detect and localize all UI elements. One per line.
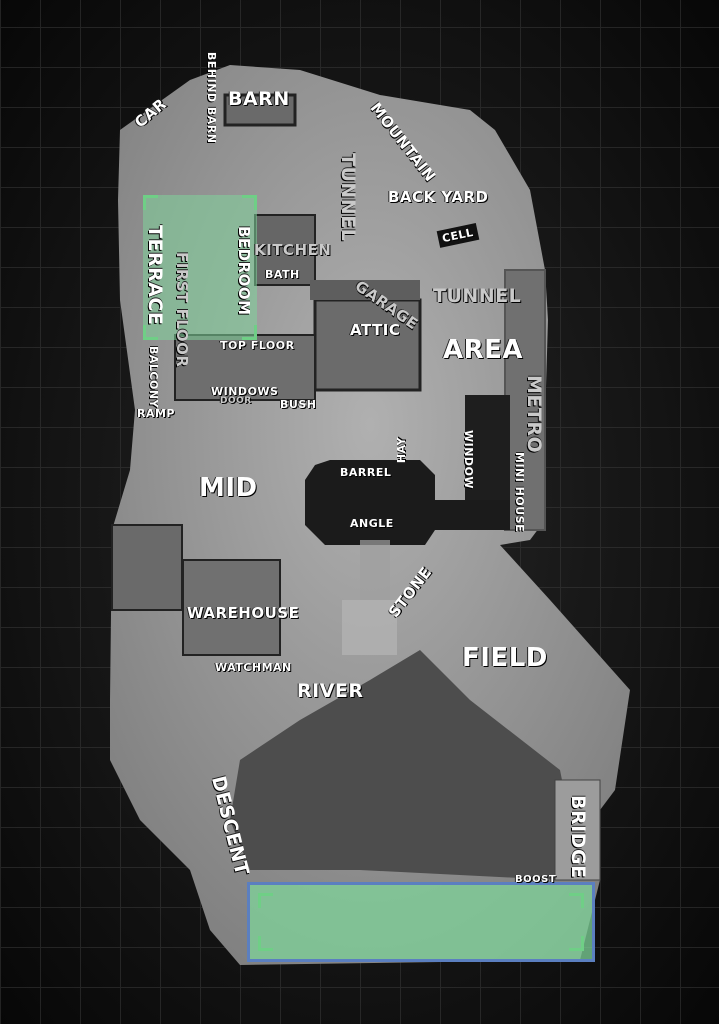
zone-corner <box>242 325 257 340</box>
callout-boost: BOOST <box>515 874 557 885</box>
callout-ramp: RAMP <box>137 407 175 420</box>
callout-kitchen: KITCHEN <box>254 241 332 259</box>
callout-window: WINDOW <box>462 430 475 490</box>
zone-corner <box>242 195 257 210</box>
callout-windows: WINDOWS <box>211 385 279 398</box>
barrel-building <box>305 460 510 545</box>
callout-barn: BARN <box>228 88 290 110</box>
zone-corner <box>258 893 273 908</box>
callout-bedroom: BEDROOM <box>235 226 253 316</box>
callout-mini-house: MINI HOUSE <box>513 452 526 533</box>
callout-watchman: WATCHMAN <box>215 661 292 674</box>
angle-passage <box>360 540 390 600</box>
top-floor-building <box>174 334 316 401</box>
callout-metro: METRO <box>523 375 545 454</box>
zone-corner <box>143 325 158 340</box>
spawn-zone <box>247 882 595 962</box>
callout-angle: ANGLE <box>350 517 394 530</box>
bridge-planks <box>554 779 601 881</box>
callout-bush: BUSH <box>280 398 317 411</box>
callout-field: FIELD <box>462 643 548 673</box>
callout-tunnel: TUNNEL <box>433 285 522 307</box>
callout-tunnel-vertical: TUNNEL <box>337 153 359 242</box>
callout-behind-barn: BEHIND BARN <box>205 52 218 144</box>
zone-corner <box>569 936 584 951</box>
callout-river: RIVER <box>297 680 364 702</box>
metro-structure <box>504 269 546 531</box>
callout-warehouse: WAREHOUSE <box>187 604 300 622</box>
zone-corner <box>143 195 158 210</box>
callout-mid: MID <box>199 473 258 503</box>
kitchen-building <box>254 214 316 286</box>
callout-hay: HAY <box>395 437 408 464</box>
barn-building <box>223 93 297 127</box>
objective-zone-terrace <box>143 195 257 340</box>
zone-corner <box>569 893 584 908</box>
callout-attic: ATTIC <box>350 321 401 339</box>
stone-bridge <box>342 600 397 655</box>
callout-balcony: BALCONY <box>147 346 160 409</box>
west-building <box>111 524 183 611</box>
garage-building <box>310 280 420 300</box>
callout-back-yard: BACK YARD <box>388 188 489 206</box>
callout-barrel: BARREL <box>340 466 392 479</box>
callout-bath: BATH <box>265 268 300 281</box>
callout-first-floor: FIRST FLOOR <box>173 252 191 368</box>
river-bed <box>230 650 580 880</box>
callout-top-floor: TOP FLOOR <box>220 339 295 352</box>
callout-terrace: TERRACE <box>144 225 166 326</box>
zone-corner <box>258 936 273 951</box>
callout-bridge: BRIDGE <box>567 795 589 879</box>
callout-area: AREA <box>443 335 524 365</box>
window-building <box>465 395 510 505</box>
callout-door: DOOR <box>220 396 252 406</box>
